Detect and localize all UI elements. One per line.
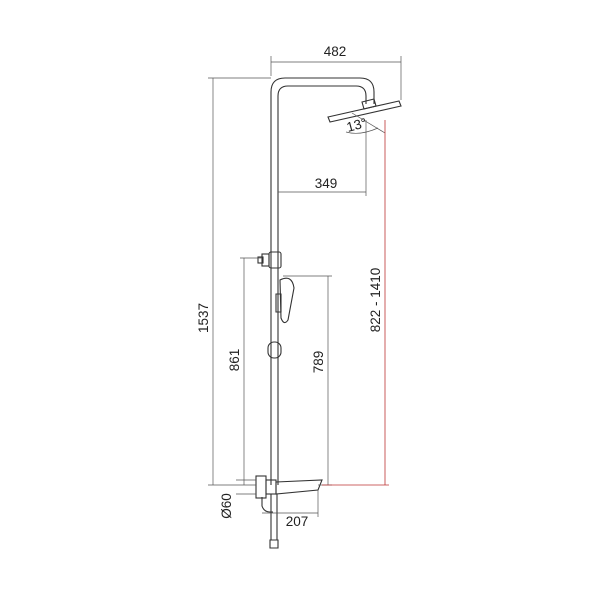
hose-outlet (269, 494, 279, 549)
label-head-height-range: 822 - 1410 (368, 268, 383, 333)
hand-shower-holder (275, 293, 282, 313)
shower-column (255, 77, 402, 549)
label-head-offset: 349 (315, 176, 338, 191)
dimension-lines (208, 56, 402, 517)
head-height-range-line (322, 120, 389, 486)
riser-pipe (270, 77, 375, 485)
mixer-valve (255, 475, 323, 513)
label-wall-diameter: Ø60 (219, 493, 234, 519)
label-outlet-depth: 207 (286, 514, 309, 529)
label-top-width: 482 (324, 44, 347, 59)
riser-pipe-inner (277, 85, 367, 485)
label-head-angle: 13° (345, 115, 369, 135)
hand-shower (279, 277, 295, 324)
diverter-knob (257, 251, 282, 269)
label-mixer-to-holder: 861 (227, 349, 242, 372)
label-holder-to-outlet: 789 (311, 351, 326, 374)
slider (267, 341, 282, 359)
label-total-height: 1537 (196, 303, 211, 333)
shower-head-joint (361, 98, 377, 110)
